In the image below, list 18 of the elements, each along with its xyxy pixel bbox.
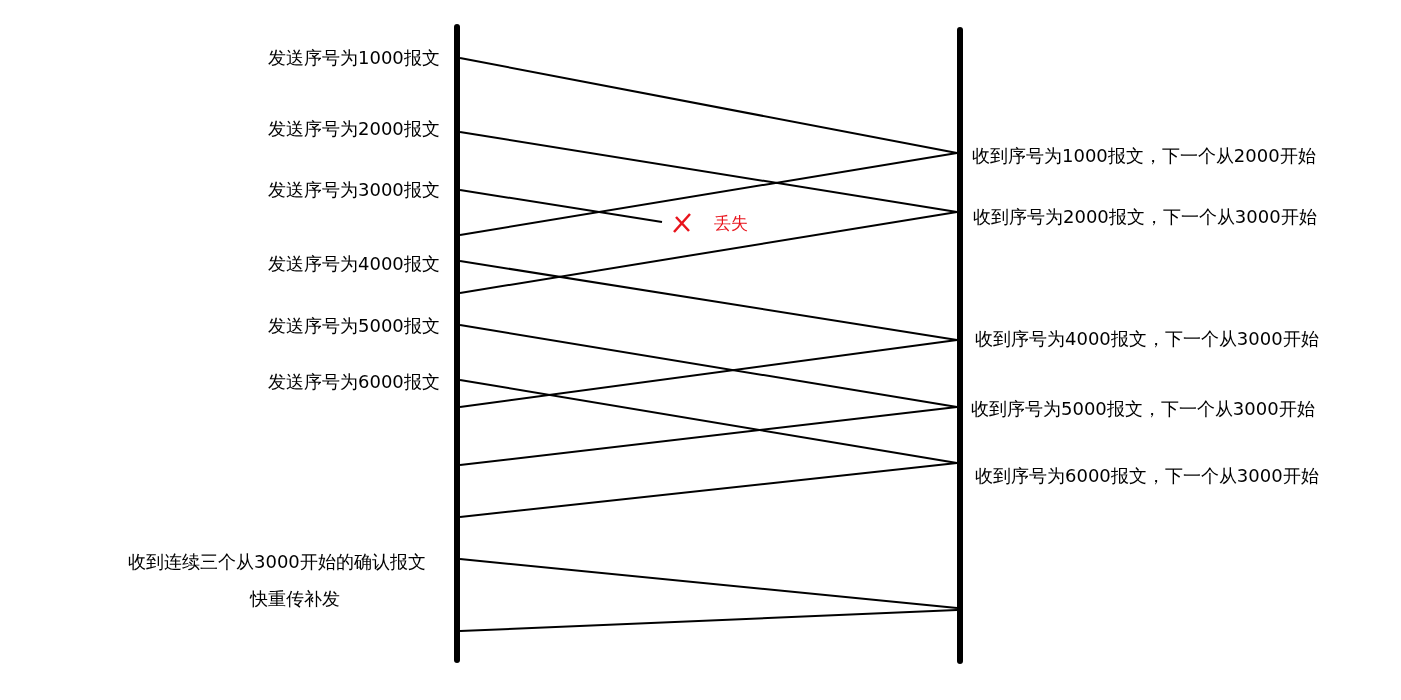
receiver-note: 收到序号为2000报文，下一个从3000开始 (973, 207, 1317, 227)
message-line (459, 462, 958, 518)
message-line (459, 211, 958, 294)
sender-note: 收到连续三个从3000开始的确认报文 (128, 552, 426, 572)
timeline-bar (957, 27, 963, 664)
message-line (459, 152, 958, 236)
message-line (459, 189, 663, 223)
sender-note: 快重传补发 (250, 589, 340, 609)
loss-label: 丢失 (714, 213, 748, 233)
timeline-bar (454, 24, 460, 663)
receiver-note: 收到序号为1000报文，下一个从2000开始 (972, 146, 1316, 166)
message-line (459, 609, 958, 632)
message-line (459, 558, 958, 609)
receiver-note: 收到序号为4000报文，下一个从3000开始 (975, 329, 1319, 349)
message-line (459, 406, 958, 466)
message-line (459, 339, 958, 408)
receiver-note: 收到序号为6000报文，下一个从3000开始 (975, 466, 1319, 486)
receiver-note: 收到序号为5000报文，下一个从3000开始 (971, 399, 1315, 419)
